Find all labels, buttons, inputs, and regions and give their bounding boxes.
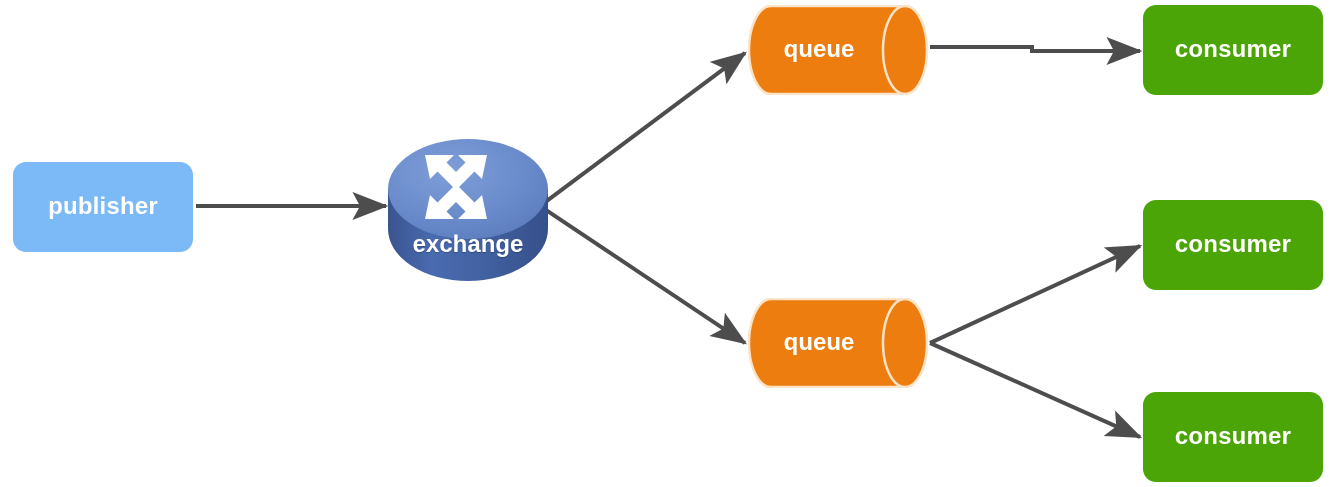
node-consumer-3[interactable]: consumer [1143,392,1323,482]
node-exchange[interactable]: exchange [388,137,548,283]
node-publisher-label: publisher [48,193,158,220]
edge-queue-bottom-to-consumer-3 [929,341,1143,439]
node-queue-bottom-label: queue [783,329,855,356]
queue-cylinder-shape [748,5,928,95]
node-exchange-label: exchange [412,231,524,258]
node-consumer-2-label: consumer [1174,231,1292,258]
node-publisher[interactable]: publisher [13,162,193,252]
node-queue-bottom[interactable]: queue [748,298,928,388]
exchange-disc-shape [388,139,548,281]
node-consumer-2[interactable]: consumer [1143,200,1323,290]
node-consumer-1[interactable]: consumer [1143,5,1323,95]
edge-queue-bottom-to-consumer-2 [929,244,1143,345]
node-queue-top[interactable]: queue [748,5,928,95]
node-consumer-1-label: consumer [1174,36,1292,63]
edge-exchange-to-queue-top [538,51,747,208]
queue-cylinder-shape [748,298,928,388]
edge-exchange-to-queue-bottom [538,204,747,345]
edge-queue-top-to-consumer-1 [930,37,1143,65]
four-way-arrows-icon [425,155,487,219]
node-queue-top-label: queue [783,36,855,63]
node-consumer-3-label: consumer [1174,423,1292,450]
